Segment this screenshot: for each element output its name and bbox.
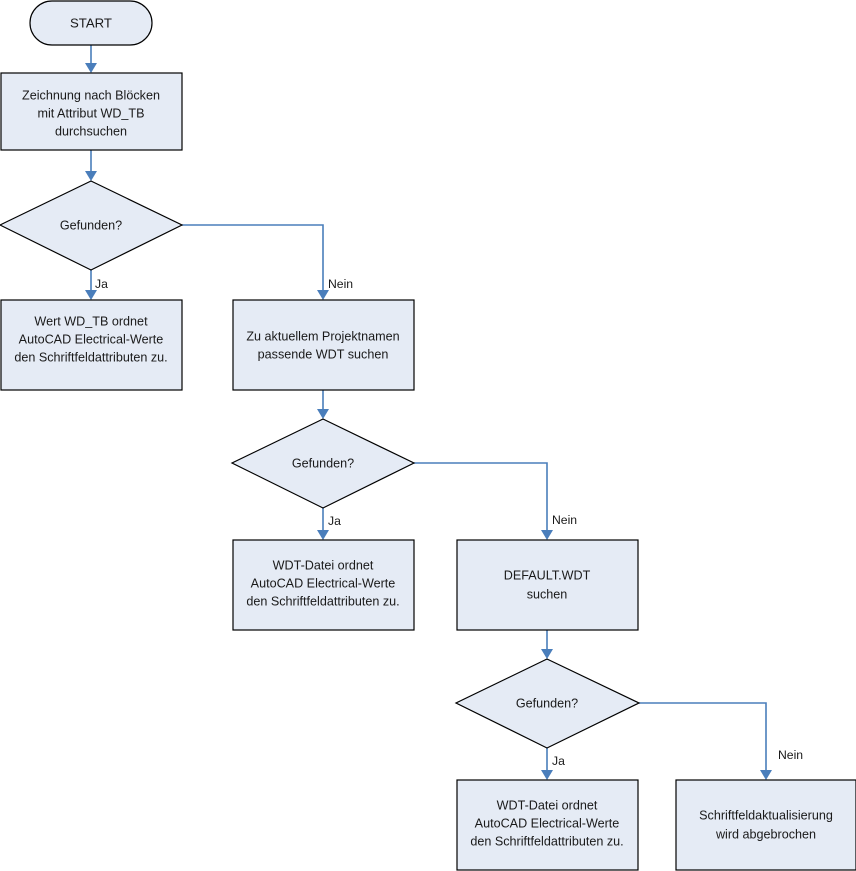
arrow-head-icon	[541, 649, 553, 659]
node-wdt-assign-1[interactable]: WDT-Datei ordnet AutoCAD Electrical-Wert…	[232, 539, 415, 631]
node-decision2[interactable]: Gefunden?	[230, 418, 416, 509]
node-wd-tb-assign[interactable]: Wert WD_TB ordnet AutoCAD Electrical-Wer…	[0, 299, 183, 391]
connector-search-project-wdt-to-decision2	[317, 390, 329, 419]
wdt-assign-2-line3: den Schriftfeldattributen zu.	[470, 834, 623, 848]
connector-search-blocks-to-decision1	[85, 150, 97, 181]
wd-tb-assign-line3: den Schriftfeldattributen zu.	[14, 350, 167, 364]
arrow-head-icon	[317, 530, 329, 540]
connector-search-default-wdt-to-decision3	[541, 630, 553, 659]
abort-shape	[675, 779, 856, 871]
node-decision3[interactable]: Gefunden?	[454, 658, 641, 749]
connector-decision2-no	[414, 462, 553, 540]
search-blocks-line3: durchsuchen	[55, 124, 127, 138]
decision3-no-label: Nein	[778, 748, 803, 762]
arrow-head-icon	[760, 770, 772, 780]
node-search-default-wdt[interactable]: DEFAULT.WDT suchen	[456, 539, 639, 631]
connector-decision2-yes	[317, 508, 329, 540]
node-wdt-assign-2[interactable]: WDT-Datei ordnet AutoCAD Electrical-Wert…	[456, 779, 639, 871]
decision3-shape	[454, 658, 641, 749]
node-start[interactable]: START	[29, 0, 153, 46]
decision1-no-label: Nein	[328, 277, 353, 291]
node-search-blocks[interactable]: Zeichnung nach Blöcken mit Attribut WD_T…	[0, 72, 183, 151]
wdt-assign-1-line2: AutoCAD Electrical-Werte	[251, 576, 396, 590]
node-abort[interactable]: Schriftfeldaktualisierung wird abgebroch…	[675, 779, 856, 871]
arrow-head-icon	[541, 530, 553, 540]
connector-start-to-search-blocks	[85, 45, 97, 73]
wdt-assign-1-shape	[232, 539, 415, 631]
abort-line1: Schriftfeldaktualisierung	[699, 808, 833, 822]
decision1-shape	[0, 180, 184, 271]
decision1-label: Gefunden?	[60, 218, 122, 232]
node-search-project-wdt[interactable]: Zu aktuellem Projektnamen passende WDT s…	[232, 299, 415, 391]
search-blocks-line1: Zeichnung nach Blöcken	[22, 88, 160, 102]
search-blocks-shape	[0, 72, 183, 151]
decision2-label: Gefunden?	[292, 456, 354, 470]
arrow-head-icon	[85, 63, 97, 73]
decision2-yes-label: Ja	[328, 514, 341, 528]
connector-decision1-no	[182, 224, 329, 300]
connector-decision1-yes	[85, 270, 97, 300]
search-project-wdt-shape	[232, 299, 415, 391]
wdt-assign-2-line1: WDT-Datei ordnet	[497, 798, 598, 812]
search-project-wdt-line1: Zu aktuellem Projektnamen	[246, 329, 399, 343]
decision1-yes-label: Ja	[95, 277, 108, 291]
connector-decision3-yes	[541, 748, 553, 780]
search-default-wdt-shape	[456, 539, 639, 631]
node-decision1[interactable]: Gefunden?	[0, 180, 184, 271]
wdt-assign-1-line1: WDT-Datei ordnet	[273, 558, 374, 572]
search-blocks-line2: mit Attribut WD_TB	[37, 106, 144, 120]
search-project-wdt-line2: passende WDT suchen	[258, 347, 389, 361]
arrow-head-icon	[85, 171, 97, 181]
arrow-head-icon	[541, 770, 553, 780]
wdt-assign-2-line2: AutoCAD Electrical-Werte	[475, 816, 620, 830]
abort-line2: wird abgebrochen	[715, 827, 816, 841]
decision3-yes-label: Ja	[552, 754, 565, 768]
arrow-head-icon	[317, 409, 329, 419]
connector-decision3-no	[639, 702, 772, 780]
wdt-assign-1-line3: den Schriftfeldattributen zu.	[246, 594, 399, 608]
decision2-shape	[230, 418, 416, 509]
start-terminator-shape	[29, 0, 153, 46]
start-label: START	[70, 15, 112, 30]
wd-tb-assign-line1: Wert WD_TB ordnet	[34, 314, 148, 328]
search-default-wdt-line2: suchen	[527, 587, 568, 601]
wd-tb-assign-shape	[0, 299, 183, 391]
wdt-assign-2-shape	[456, 779, 639, 871]
decision2-no-label: Nein	[552, 513, 577, 527]
arrow-head-icon	[85, 290, 97, 300]
decision3-label: Gefunden?	[516, 696, 578, 710]
search-default-wdt-line1: DEFAULT.WDT	[504, 568, 591, 582]
wd-tb-assign-line2: AutoCAD Electrical-Werte	[19, 332, 164, 346]
arrow-head-icon	[317, 290, 329, 300]
